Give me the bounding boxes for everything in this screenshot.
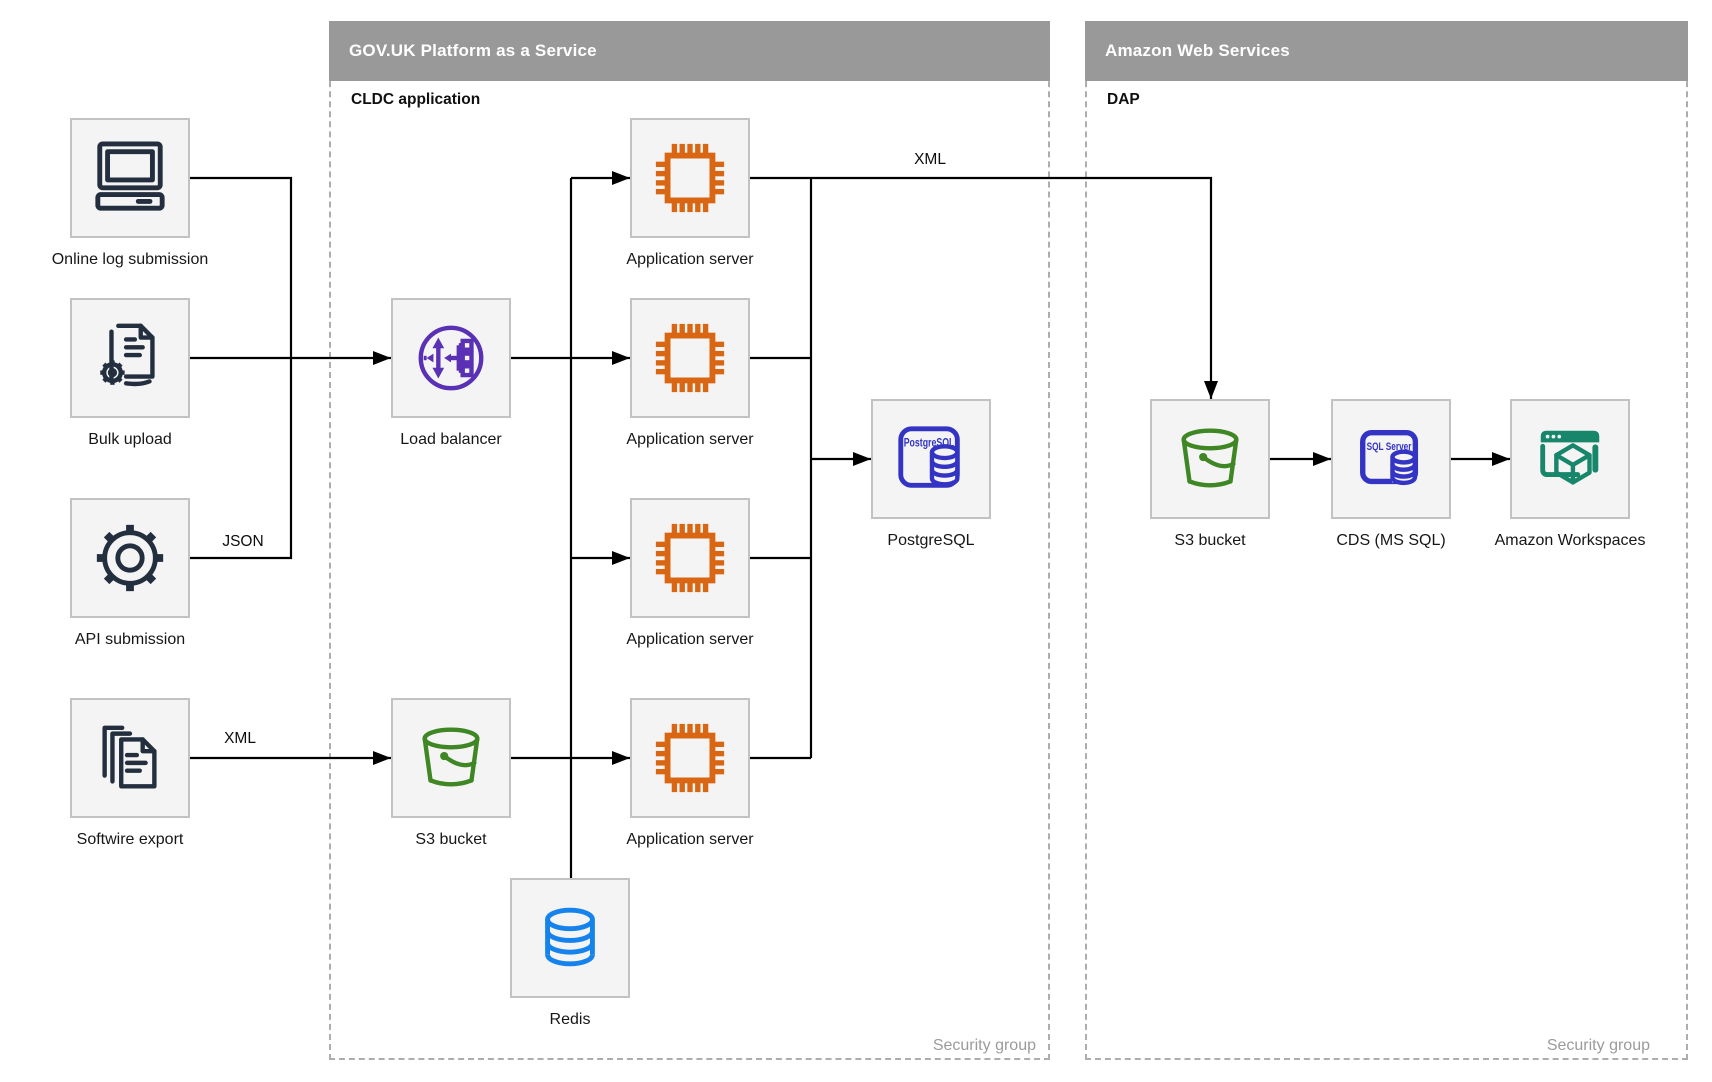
postgresql-icon: PostgreSQL xyxy=(898,426,960,488)
workspaces-icon xyxy=(1540,430,1600,485)
label-app-server-2: Application server xyxy=(626,431,754,448)
s3-bucket-icon xyxy=(1181,428,1239,488)
node-load-balancer xyxy=(391,298,511,418)
chip-icon xyxy=(655,723,725,793)
database-cylinder-icon xyxy=(545,907,595,967)
node-bulk-upload xyxy=(70,298,190,418)
label-api-submission: API submission xyxy=(74,631,186,648)
label-online-log-submission: Online log submission xyxy=(51,251,209,268)
label-redis: Redis xyxy=(549,1011,591,1028)
aws-security-group-label: Security group xyxy=(1546,1037,1650,1054)
aws-subtitle: DAP xyxy=(1107,91,1140,108)
label-app-server-4: Application server xyxy=(626,831,754,848)
node-s3-bucket-paas xyxy=(391,698,511,818)
node-online-log-submission xyxy=(70,118,190,238)
paas-container: GOV.UK Platform as a Service CLDC applic… xyxy=(329,21,1050,1060)
paas-subtitle: CLDC application xyxy=(351,91,481,108)
paas-header: GOV.UK Platform as a Service xyxy=(329,21,1050,81)
label-amazon-workspaces: Amazon Workspaces xyxy=(1494,532,1646,549)
node-api-submission xyxy=(70,498,190,618)
document-gear-icon xyxy=(100,323,155,387)
s3-bucket-icon xyxy=(422,727,480,787)
node-app-server-3 xyxy=(630,498,750,618)
node-softwire-export xyxy=(70,698,190,818)
edge-label-json: JSON xyxy=(222,533,264,550)
label-s3-bucket-paas: S3 bucket xyxy=(415,831,487,848)
chip-icon xyxy=(655,323,725,393)
node-app-server-2 xyxy=(630,298,750,418)
label-bulk-upload: Bulk upload xyxy=(88,431,172,448)
node-s3-bucket-aws xyxy=(1150,399,1270,519)
label-postgresql: PostgreSQL xyxy=(887,532,975,549)
load-balancer-icon xyxy=(418,325,484,391)
label-app-server-3: Application server xyxy=(626,631,754,648)
node-app-server-4 xyxy=(630,698,750,818)
edge-label-xml-export: XML xyxy=(224,730,256,747)
aws-title: Amazon Web Services xyxy=(1105,41,1290,60)
gear-icon xyxy=(96,524,164,592)
node-cds-mssql: SQL Server xyxy=(1331,399,1451,519)
paas-title: GOV.UK Platform as a Service xyxy=(349,41,597,60)
paas-security-group-label: Security group xyxy=(932,1037,1036,1054)
aws-container: Amazon Web Services DAP Security group xyxy=(1085,21,1688,1060)
chip-icon xyxy=(655,143,725,213)
computer-icon xyxy=(95,141,165,211)
label-softwire-export: Softwire export xyxy=(76,831,184,848)
label-s3-bucket-aws: S3 bucket xyxy=(1174,532,1246,549)
documents-stack-icon xyxy=(102,725,157,789)
label-app-server-1: Application server xyxy=(626,251,754,268)
aws-header: Amazon Web Services xyxy=(1085,21,1688,81)
edge-label-xml-feed: XML xyxy=(914,151,946,168)
node-amazon-workspaces xyxy=(1510,399,1630,519)
label-load-balancer: Load balancer xyxy=(400,431,502,448)
edge-sources-merge xyxy=(190,176,293,560)
node-postgresql: PostgreSQL xyxy=(871,399,991,519)
chip-icon xyxy=(655,523,725,593)
label-cds-mssql: CDS (MS SQL) xyxy=(1336,532,1446,549)
node-redis xyxy=(510,878,630,998)
node-app-server-1 xyxy=(630,118,750,238)
sql-server-icon: SQL Server xyxy=(1360,429,1419,486)
